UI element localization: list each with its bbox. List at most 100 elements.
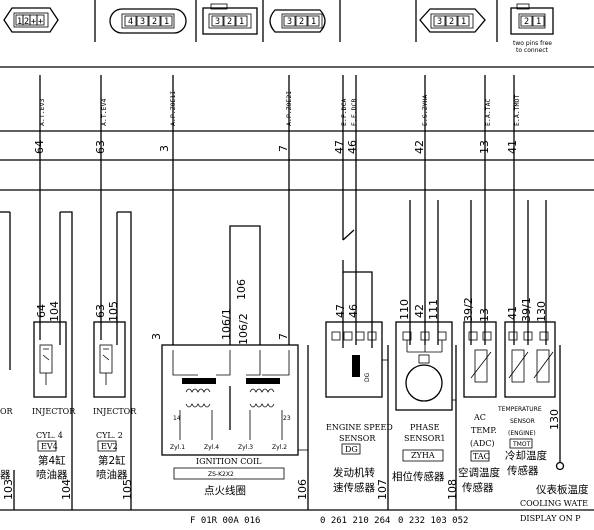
speed-ground: 107 <box>376 479 389 500</box>
phase-sensor-body <box>395 321 453 411</box>
injector-cyl4-pin-a: 64 <box>35 304 48 318</box>
part-number-row: F 01R 00A 016 0 261 210 264 0 232 103 05… <box>190 516 468 526</box>
right-partial-cn: 仪表板温度 <box>536 483 589 496</box>
temp-caption2: SENSOR <box>510 418 535 425</box>
phase-pin-c: 111 <box>427 299 440 320</box>
coil-wire-top: 106 <box>235 279 248 300</box>
ac-pin-a: 39/2 <box>462 297 475 322</box>
phase-pin-b: 42 <box>413 304 426 318</box>
ecu-pin: 7 <box>277 145 290 152</box>
right-partial-component: 仪表板温度 COOLING WATE DISPLAY ON P <box>520 483 589 523</box>
ac-caption1: AC <box>473 413 486 422</box>
left-partial-ground: 103 <box>2 479 15 500</box>
connector-2-pin: 3 <box>140 17 145 27</box>
connector-4-pin: 1 <box>311 17 316 27</box>
coil-pin-left: 3 <box>150 333 163 340</box>
temp-cn1: 冷却温度 <box>505 449 547 462</box>
speed-cn2: 速传感器 <box>333 481 375 494</box>
injector-cyl4-tag: EV4 <box>41 442 58 451</box>
ecu-pin: 47 <box>333 140 346 154</box>
temp-caption3: (ENGINE) <box>508 430 536 437</box>
connector-6: 2 1 two pins free to connect <box>510 3 554 54</box>
coil-small-num: 14 <box>173 415 181 422</box>
injector-cyl2-cyl: CYL. 2 <box>96 431 123 440</box>
coil-small-num: 23 <box>283 415 291 422</box>
speed-pin-a: 47 <box>334 304 347 318</box>
signal-label: E.F.DCA <box>340 99 348 126</box>
ac-sensor-body <box>463 321 497 398</box>
coil-caption: IGNITION COIL <box>196 457 262 466</box>
injector-cyl2-caption: INJECTOR <box>93 407 137 416</box>
coil-core-1 <box>182 378 216 384</box>
connector-1-pin: + <box>31 17 36 27</box>
connector-5-pin: 3 <box>437 17 442 27</box>
signal-wires <box>39 75 515 345</box>
connector-3-pin: 1 <box>239 17 244 27</box>
injector-cyl4: 64 104 INJECTOR CYL. 4 EV4 第4缸 喷油器 104 <box>32 211 76 510</box>
connector-2-pin: 4 <box>128 17 133 27</box>
injector-cyl2-pin-b: 105 <box>107 301 120 322</box>
ac-temp-sensor: 39/2 13 AC TEMP. (ADC) TAC 空调温度 传感器 <box>458 200 500 494</box>
right-partial-en2: DISPLAY ON P <box>520 514 581 523</box>
ac-cn1: 空调温度 <box>458 466 500 479</box>
connector-2-pin: 1 <box>164 17 169 27</box>
temp-sensor-body <box>504 321 556 398</box>
speed-cn1: 发动机转 <box>333 466 375 479</box>
ac-tag: TAC <box>473 452 490 461</box>
connector-5-pin: 2 <box>449 17 454 27</box>
temp-side-num: 130 <box>548 409 561 430</box>
connector-strip: 1 2 + + 4 3 2 1 3 2 1 <box>3 0 554 54</box>
temp-pin-b: 39/1 <box>520 297 533 322</box>
connector-2: 4 3 2 1 <box>109 8 187 34</box>
ecu-pin: 3 <box>158 145 171 152</box>
signal-labels: A.T.EV3 A.T.EV4 A.P.ZOE1I A.P.ZOE2I E.F.… <box>38 91 521 126</box>
left-partial-component: OR 器 103 <box>0 211 15 510</box>
ac-caption2: TEMP. <box>471 426 497 435</box>
part-number: F 01R 00A 016 <box>190 516 260 526</box>
ecu-pin: 46 <box>346 140 359 154</box>
phase-pin-a: 110 <box>398 299 411 320</box>
ecu-pin: 42 <box>413 140 426 154</box>
connector-note-line1: two pins free <box>513 40 552 47</box>
coil-terminal: Zyl.3 <box>238 444 253 451</box>
connector-1-pin: 1 <box>17 17 22 27</box>
injector-cyl4-cn2: 喷油器 <box>36 468 68 481</box>
coil-wire-right: 106/2 <box>237 313 250 345</box>
connector-4-pin: 3 <box>287 17 292 27</box>
signal-label: E.A.TAC <box>484 99 492 126</box>
ecu-pin-numbers: 64 63 3 7 47 46 42 13 41 <box>33 140 519 154</box>
coil-terminal: Zyl.2 <box>272 444 287 451</box>
temp-output-terminal <box>555 461 565 471</box>
connector-1-pin: 2 <box>24 17 29 27</box>
speed-pin-b: 46 <box>347 304 360 318</box>
engine-speed-sensor: 47 46 DG ENGINE SPEED SENSOR DG 发动机转 速传感… <box>325 229 393 510</box>
temp-pin-c: 130 <box>535 301 548 322</box>
connector-5: 3 2 1 <box>419 8 486 33</box>
injector-cyl2-tag: EV2 <box>101 442 118 451</box>
coil-housing <box>161 344 299 456</box>
injector-cyl4-pin-b: 104 <box>48 301 61 322</box>
speed-sensor-mini: DG <box>364 372 371 382</box>
phase-cn: 相位传感器 <box>392 470 445 483</box>
signal-label: E.F.DCB <box>350 99 358 126</box>
phase-caption2: SENSOR1 <box>404 434 445 443</box>
coil-terminal: Zyl.1 <box>170 444 185 451</box>
injector-cyl4-body <box>33 321 67 398</box>
injector-cyl2-pin-a: 63 <box>94 304 107 318</box>
ignition-coil: 106 106/1 106/2 3 7 14 23 Zyl.1 Zyl.4 Zy… <box>150 225 309 510</box>
phase-tag: ZYHA <box>411 451 435 460</box>
frame-lines <box>0 66 594 511</box>
speed-caption2: SENSOR <box>339 434 376 443</box>
left-partial-caption: OR <box>0 407 14 416</box>
connector-4: 3 2 1 <box>269 9 326 33</box>
injector-cyl2-ground: 105 <box>121 479 134 500</box>
connector-1: 1 2 + + <box>3 7 59 33</box>
injector-cyl2-cn2: 喷油器 <box>96 468 128 481</box>
injector-cyl2: 63 105 INJECTOR CYL. 2 EV2 第2缸 喷油器 105 <box>93 211 137 510</box>
temp-pin-a: 41 <box>506 306 519 320</box>
ac-caption3: (ADC) <box>470 439 495 448</box>
connector-3-pin: 3 <box>215 17 220 27</box>
connector-6-pin: 2 <box>524 17 529 27</box>
coolant-temp-sensor: 41 39/1 130 TEMPERATURE SENSOR (ENGINE) … <box>497 200 565 477</box>
